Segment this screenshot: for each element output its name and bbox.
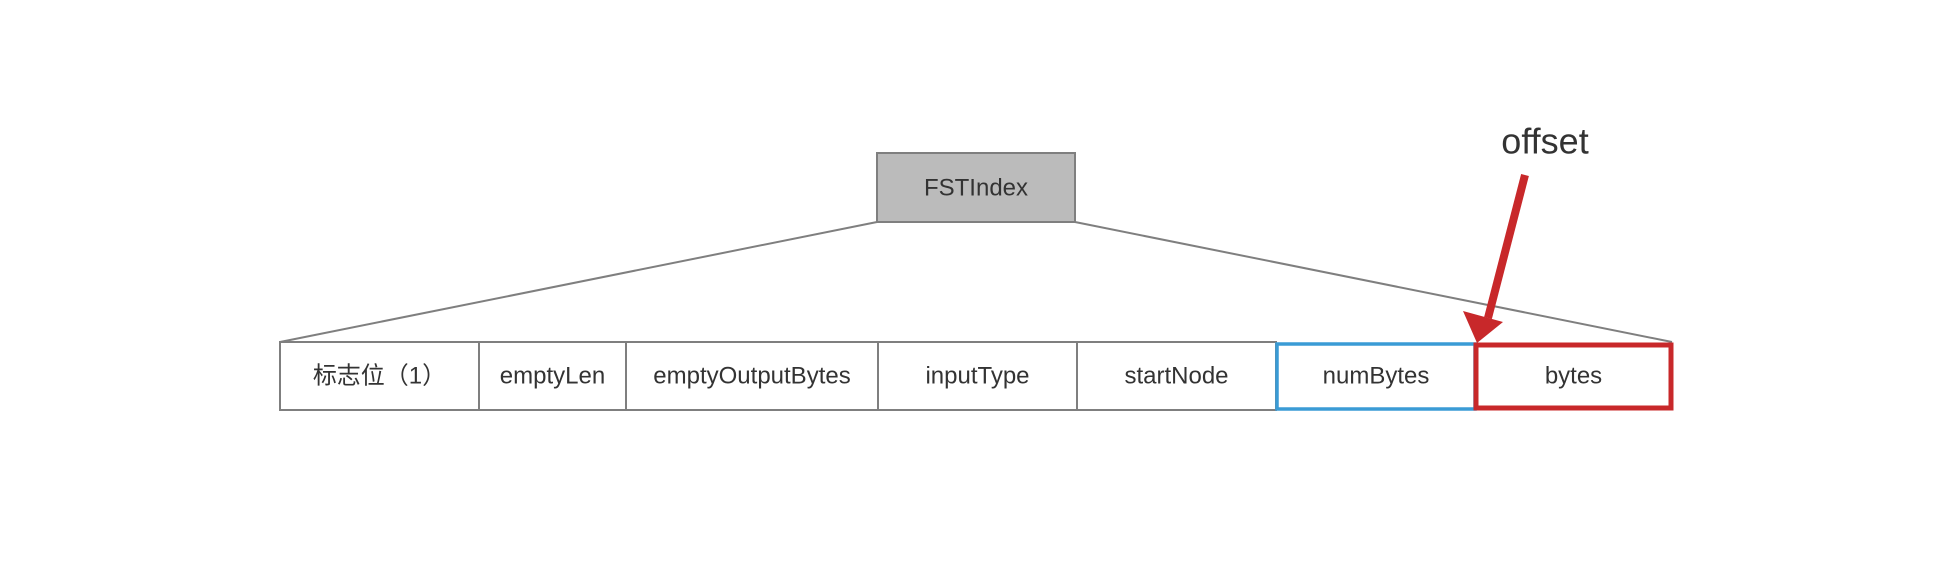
field-empty-len: emptyLen bbox=[478, 341, 627, 411]
root-node-box bbox=[876, 152, 1076, 223]
field-bytes: bytes bbox=[1473, 342, 1674, 411]
field-start-node-box bbox=[1076, 341, 1277, 411]
offset-annotation: offset bbox=[1463, 121, 1589, 343]
field-start-node-label: startNode bbox=[1124, 363, 1228, 390]
connector-line-right bbox=[1074, 221, 1673, 343]
offset-arrow-head bbox=[1463, 311, 1503, 343]
root-node-label: FSTIndex bbox=[924, 175, 1028, 202]
connector-line-left bbox=[279, 221, 878, 343]
root-node-fstindex: FSTIndex bbox=[876, 152, 1076, 223]
field-flag-box bbox=[279, 341, 480, 411]
field-empty-len-box bbox=[478, 341, 627, 411]
offset-arrow-shaft bbox=[1484, 173, 1529, 320]
field-empty-output-bytes-label: emptyOutputBytes bbox=[653, 363, 850, 390]
field-num-bytes-box bbox=[1275, 342, 1477, 411]
field-empty-len-label: emptyLen bbox=[500, 363, 605, 390]
field-empty-output-bytes: emptyOutputBytes bbox=[625, 341, 879, 411]
field-bytes-label: bytes bbox=[1545, 363, 1602, 390]
field-input-type-box bbox=[877, 341, 1078, 411]
field-flag: 标志位（1） bbox=[279, 341, 480, 411]
offset-label: offset bbox=[1501, 121, 1588, 162]
field-num-bytes: numBytes bbox=[1275, 342, 1477, 411]
field-num-bytes-label: numBytes bbox=[1323, 363, 1430, 390]
field-start-node: startNode bbox=[1076, 341, 1277, 411]
field-row: 标志位（1） emptyLen emptyOutputBytes inputTy… bbox=[279, 341, 1674, 411]
field-input-type: inputType bbox=[877, 341, 1078, 411]
field-input-type-label: inputType bbox=[925, 363, 1029, 390]
field-bytes-box bbox=[1473, 342, 1674, 411]
field-flag-label: 标志位（1） bbox=[313, 363, 446, 390]
